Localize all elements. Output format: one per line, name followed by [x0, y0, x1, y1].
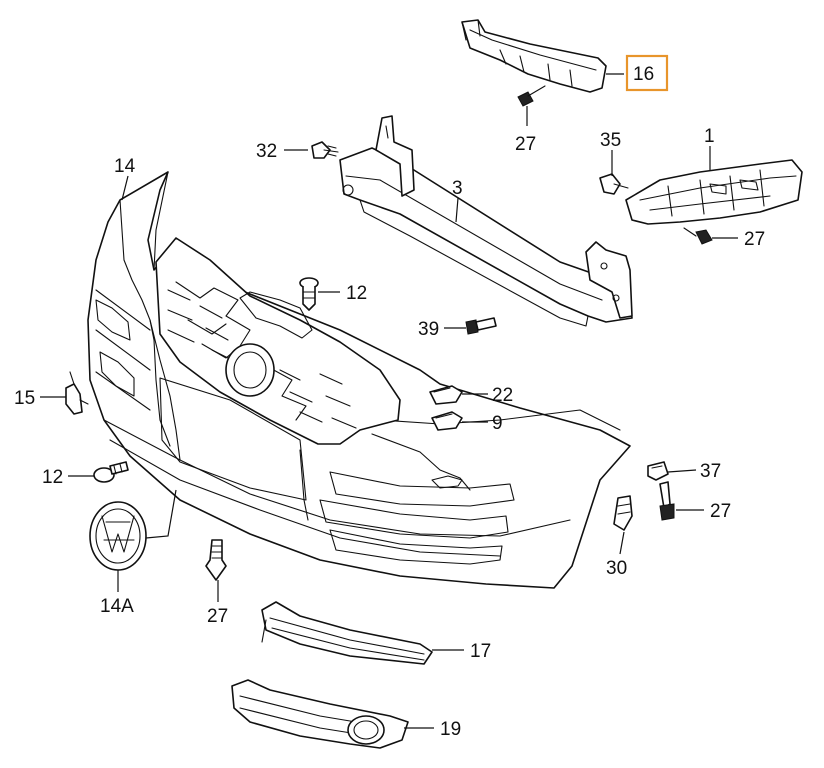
bolt-27-top[interactable] — [517, 85, 546, 107]
screw-27-lower[interactable] — [205, 539, 227, 581]
callout-3[interactable]: 3 — [452, 178, 463, 199]
part-19-grille-insert[interactable] — [231, 679, 409, 749]
callout-14A[interactable]: 14A — [100, 596, 134, 617]
clip-12-upper[interactable] — [299, 277, 319, 311]
callout-30[interactable]: 30 — [606, 558, 627, 579]
callout-22[interactable]: 22 — [492, 385, 513, 406]
front-grille[interactable] — [155, 237, 401, 445]
callout-27-right[interactable]: 27 — [710, 501, 731, 522]
callout-1[interactable]: 1 — [704, 126, 715, 147]
callout-35[interactable]: 35 — [600, 130, 621, 151]
clip-37[interactable] — [647, 461, 669, 481]
callout-32[interactable]: 32 — [256, 141, 277, 162]
part-14A-emblem[interactable] — [89, 501, 147, 571]
clip-30[interactable] — [613, 495, 633, 531]
clip-12-left[interactable] — [93, 461, 129, 483]
callout-27-top[interactable]: 27 — [515, 134, 536, 155]
grille-emblem-ring — [225, 343, 275, 397]
part-3-crossmember[interactable] — [339, 115, 633, 327]
bolt-32[interactable] — [311, 141, 339, 159]
part-16-bracket[interactable] — [461, 19, 607, 93]
clip-35[interactable] — [599, 173, 629, 195]
callout-9[interactable]: 9 — [492, 413, 503, 434]
callout-27-right-upper[interactable]: 27 — [744, 229, 765, 250]
leader-lines — [40, 73, 738, 729]
callout-12-left[interactable]: 12 — [42, 467, 63, 488]
bolt-27-right-upper[interactable] — [683, 227, 713, 245]
callout-39[interactable]: 39 — [418, 319, 439, 340]
callout-27-lower[interactable]: 27 — [207, 606, 228, 627]
callout-15[interactable]: 15 — [14, 388, 35, 409]
cover-cap-9[interactable] — [431, 411, 463, 431]
callout-14[interactable]: 14 — [114, 156, 136, 177]
part-1-side-bracket[interactable] — [625, 159, 803, 225]
callout-16[interactable]: 16 — [633, 64, 654, 85]
callout-12-upper[interactable]: 12 — [346, 283, 367, 304]
screw-27-right[interactable] — [659, 481, 675, 521]
callout-17[interactable]: 17 — [470, 641, 491, 662]
bolt-39[interactable] — [465, 317, 497, 335]
callout-37[interactable]: 37 — [700, 461, 721, 482]
part-15-bracket[interactable] — [65, 371, 89, 415]
callout-labels: 16 27 32 35 1 14 3 27 12 39 15 22 9 12 3… — [14, 64, 765, 740]
cover-cap-22[interactable] — [429, 385, 463, 405]
highlight-box-16 — [625, 54, 669, 92]
part-17-grille-insert[interactable] — [261, 601, 433, 665]
callout-19[interactable]: 19 — [440, 719, 461, 740]
